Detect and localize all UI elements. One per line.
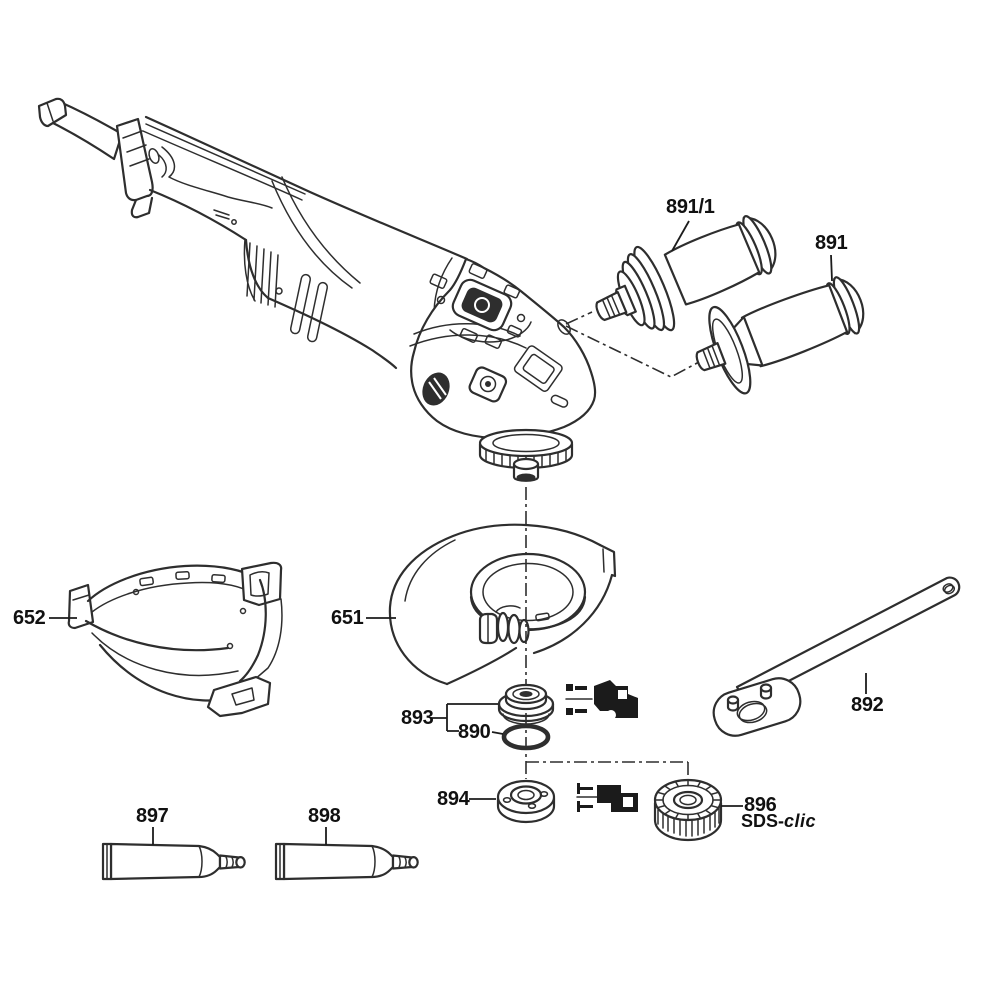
sds-clic-logo: SDS-clic — [741, 812, 816, 830]
pin-wrench-drawing — [712, 576, 961, 737]
wheel-guard-drawing — [388, 523, 617, 686]
output-spindle — [512, 457, 540, 482]
callout-leader-lines — [49, 220, 867, 845]
callout-pin-wrench: 892 — [851, 694, 884, 716]
vent-opening — [422, 372, 450, 406]
clamping-nut-drawing — [496, 779, 556, 824]
flange-orientation-pictogram — [565, 680, 638, 720]
auxiliary-handle-drawing — [695, 276, 865, 395]
callout-wheel-guard: 651 — [331, 607, 364, 629]
cord-boot — [115, 117, 154, 202]
hand-guard-drawing — [67, 561, 283, 718]
callout-grease-tube-left: 897 — [136, 805, 169, 827]
backing-flange-drawing — [497, 683, 555, 725]
grease-tube-right-drawing — [274, 842, 419, 881]
grease-tube-left-drawing — [101, 842, 246, 881]
callout-quick-clamping-nut: 896 — [744, 794, 777, 816]
power-cord — [49, 100, 124, 161]
callout-clamping-nut: 894 — [437, 788, 470, 810]
antivibration-handle-drawing — [595, 215, 777, 332]
callout-o-ring: 890 — [458, 721, 491, 743]
cord-tip — [37, 97, 68, 128]
assembly-center-lines — [525, 311, 700, 779]
callout-grease-tube-right: 898 — [308, 805, 341, 827]
side-handle-boss — [557, 319, 571, 335]
motor-housing — [244, 238, 398, 370]
callout-backing-flange: 893 — [401, 707, 434, 729]
sds-logo-suffix: clic — [784, 811, 817, 831]
angle-grinder-drawing — [37, 97, 597, 482]
sds-logo-prefix: SDS- — [741, 811, 785, 831]
quick-clamping-nut-drawing — [653, 778, 723, 842]
callout-hand-guard: 652 — [13, 607, 46, 629]
callout-auxiliary-handle: 891 — [815, 232, 848, 254]
nut-orientation-pictogram — [576, 783, 638, 812]
callout-antivibration-handle: 891/1 — [666, 196, 715, 218]
rear-handle — [144, 115, 469, 261]
